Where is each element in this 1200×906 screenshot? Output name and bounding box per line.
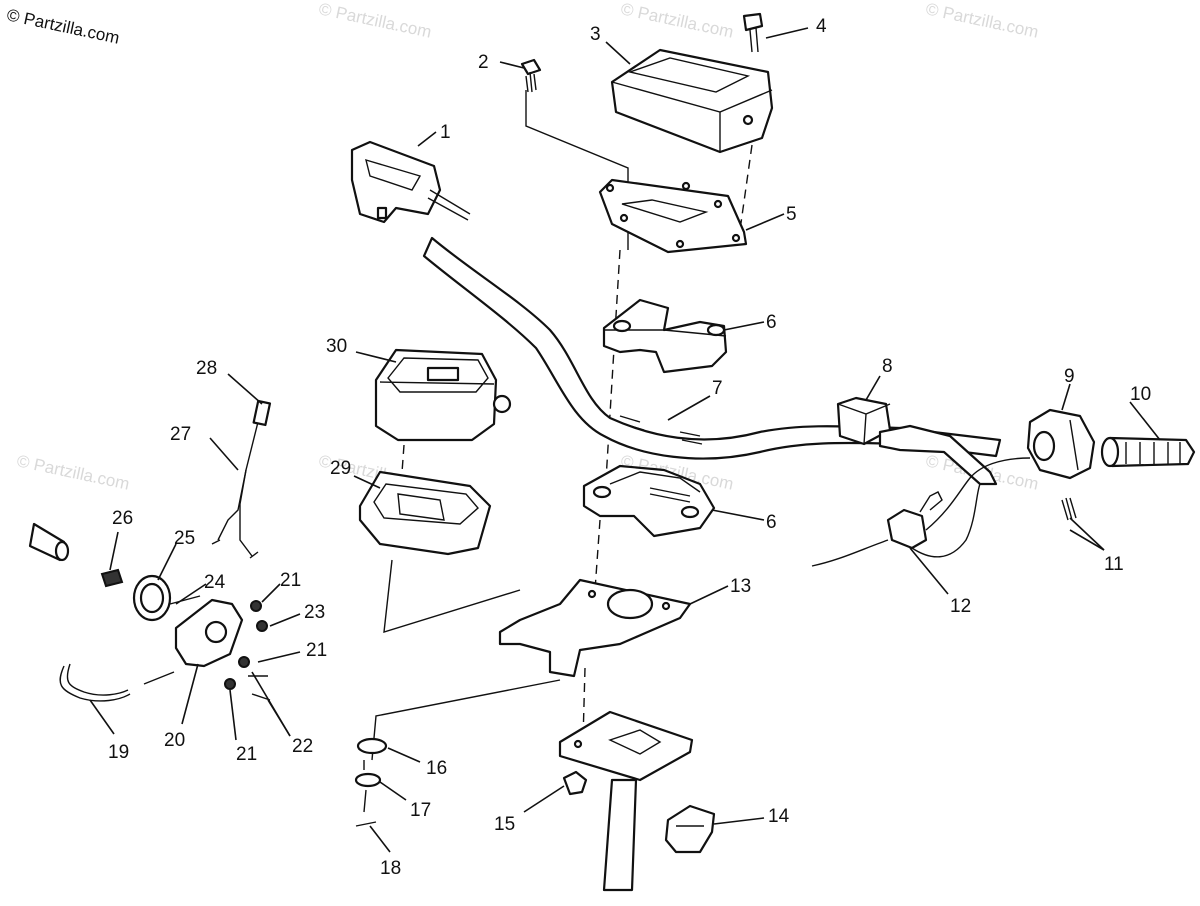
- callout-11: 11: [1104, 554, 1124, 575]
- steering-post: [558, 710, 694, 892]
- callout-9: 9: [1064, 366, 1075, 387]
- callout-24: 24: [204, 572, 226, 593]
- callout-1: 1: [440, 122, 451, 143]
- callout-12: 12: [950, 596, 971, 617]
- callout-28: 28: [196, 358, 217, 379]
- callout-13: 13: [730, 576, 751, 597]
- callout-4: 4: [816, 16, 827, 37]
- callout-10: 10: [1130, 384, 1151, 405]
- callout-30: 30: [326, 336, 347, 357]
- handlebar-grip: [1100, 436, 1196, 468]
- callout-20: 20: [164, 730, 185, 751]
- callout-21-top: 21: [280, 570, 301, 591]
- mounting-plate: [498, 578, 692, 678]
- callout-16: 16: [426, 758, 447, 779]
- callout-14: 14: [768, 806, 790, 827]
- callout-6-upper: 6: [766, 312, 777, 333]
- alignment-line: [605, 249, 621, 481]
- handlebar-pad: [610, 48, 774, 154]
- callout-21-mid: 21: [306, 640, 327, 661]
- watermark-faint: © Partzilla.com: [15, 451, 131, 493]
- alignment-line: [739, 144, 753, 231]
- brake-master-cylinder: [836, 396, 998, 486]
- alignment-line: [371, 679, 561, 761]
- callout-17: 17: [410, 800, 431, 821]
- small-hardware: [354, 737, 388, 827]
- speedometer: [374, 348, 512, 442]
- bolt: [520, 58, 542, 93]
- throttle-screws: [1061, 497, 1077, 521]
- watermark-faint: © Partzilla.com: [924, 0, 1040, 42]
- callout-23: 23: [304, 602, 325, 623]
- callout-15: 15: [494, 814, 515, 835]
- watermark-faint: © Partzilla.com: [619, 0, 735, 42]
- callout-6-lower: 6: [766, 512, 777, 533]
- callout-25: 25: [174, 528, 195, 549]
- bolt: [742, 12, 764, 53]
- handlebar-clamp-upper: [602, 298, 728, 374]
- callout-2: 2: [478, 52, 489, 73]
- callout-22: 22: [292, 736, 313, 757]
- callout-29: 29: [330, 458, 351, 479]
- callout-7: 7: [712, 378, 723, 399]
- alignment-line: [525, 90, 629, 250]
- post-clamp: [664, 804, 716, 854]
- leader-lines: [89, 27, 1161, 853]
- speedo-drive-assembly: [28, 399, 272, 702]
- throttle-housing: [1026, 408, 1096, 480]
- handlebar-clamp-lower: [582, 464, 716, 538]
- callout-19: 19: [108, 742, 129, 763]
- alignment-line: [594, 519, 601, 591]
- speedometer-housing: [358, 470, 492, 556]
- alignment-line: [383, 559, 521, 633]
- callout-3: 3: [590, 24, 601, 45]
- callout-21-bottom: 21: [236, 744, 257, 765]
- callout-27: 27: [170, 424, 191, 445]
- watermark-faint: © Partzilla.com: [317, 0, 433, 42]
- nut: [562, 770, 588, 796]
- callout-26: 26: [112, 508, 133, 529]
- callout-labels: 1 2 3 4 5 6 6 7 8 9 10 11 12 13 14 15 16…: [108, 16, 1151, 879]
- brake-switch: [811, 457, 1031, 567]
- callout-5: 5: [786, 204, 797, 225]
- watermark-main: © Partzilla.com: [5, 5, 121, 47]
- left-control-housing: [350, 140, 471, 224]
- callout-8: 8: [882, 356, 893, 377]
- callout-18: 18: [380, 858, 401, 879]
- pad-bracket: [598, 178, 748, 254]
